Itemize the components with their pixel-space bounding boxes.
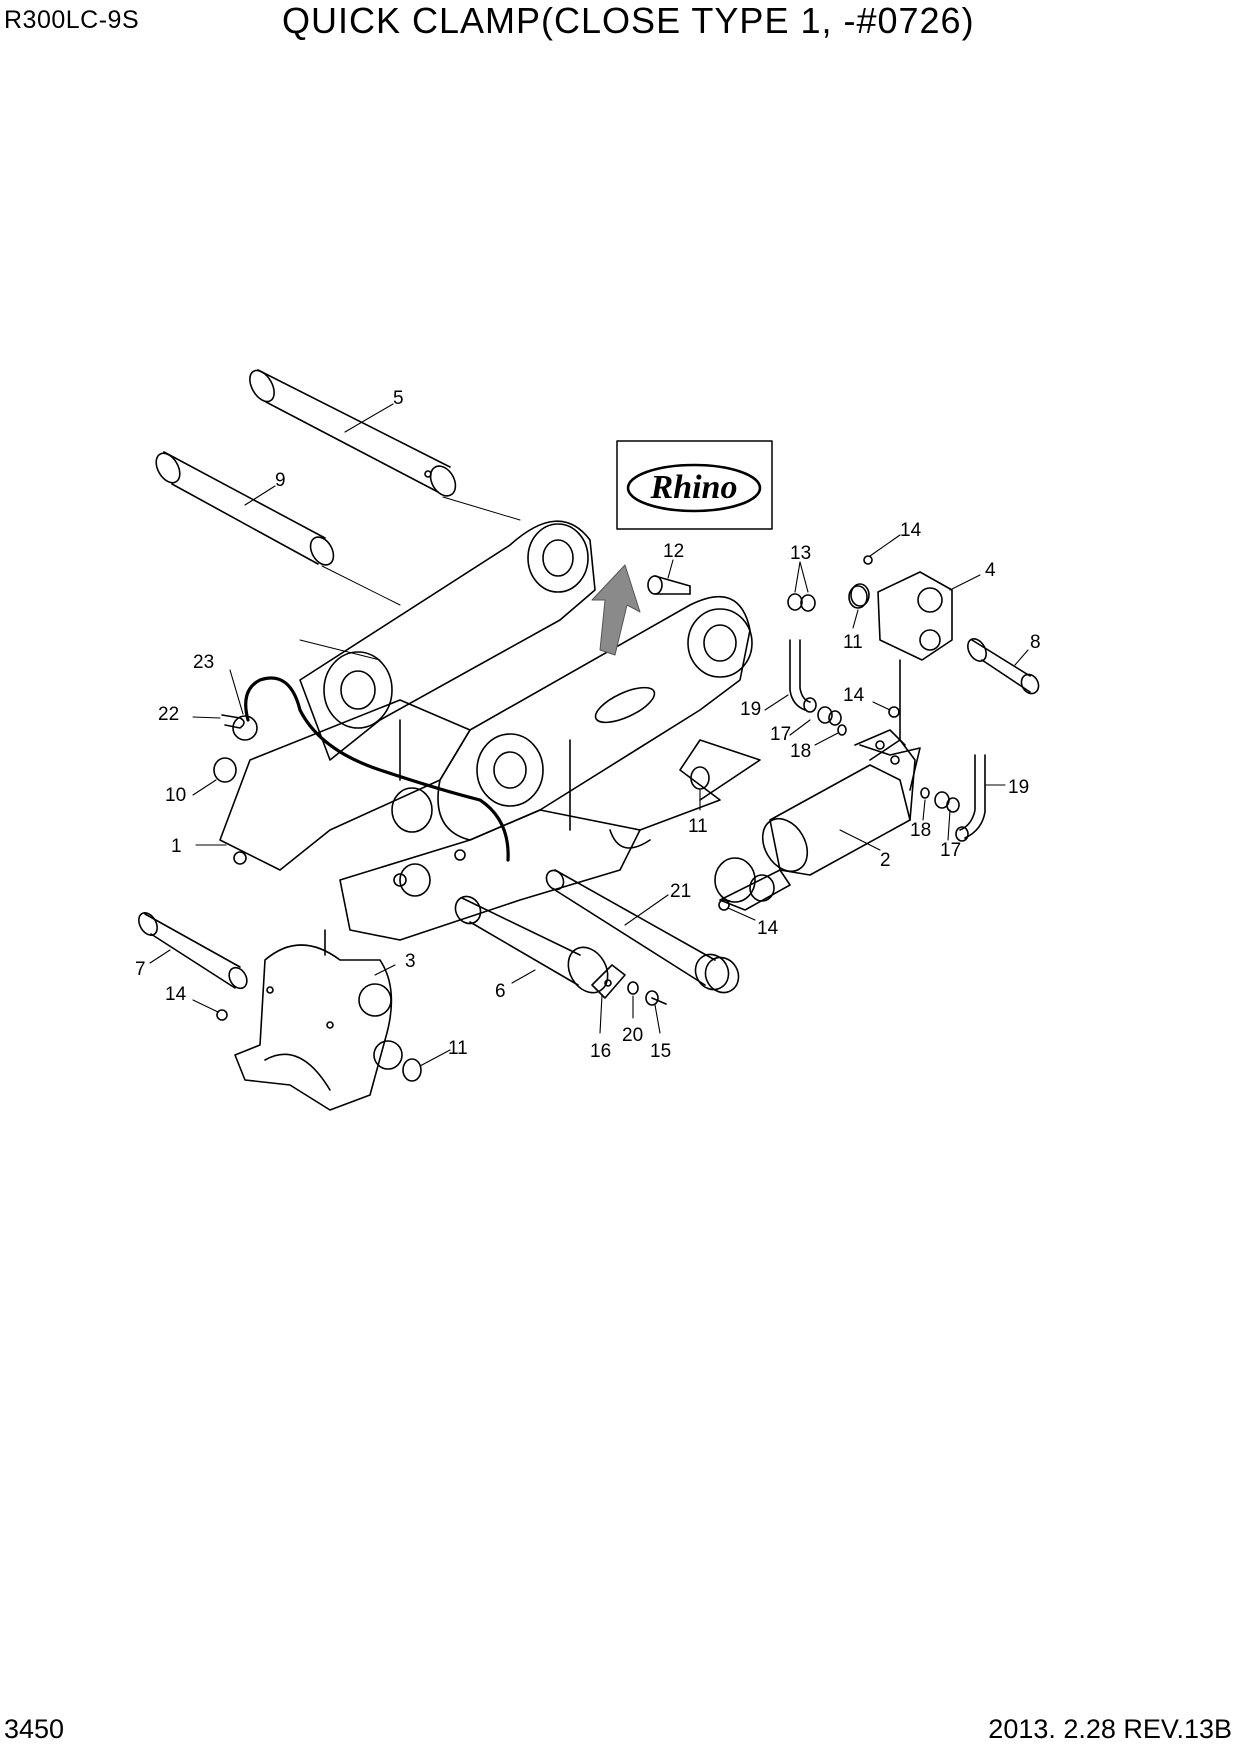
block-part-4: [850, 555, 953, 741]
washer-part-20: [627, 981, 639, 995]
fitting-part-17a: [817, 706, 842, 726]
callout-19-b: 19: [1008, 777, 1029, 798]
callout-14-c: 14: [757, 918, 779, 939]
clip-part-22: [221, 714, 245, 729]
leader-lines: [149, 403, 1029, 1067]
pin-part-8: [967, 638, 1040, 695]
pin-part-7: [138, 912, 248, 990]
callout-9: 9: [275, 470, 286, 491]
callout-1: 1: [171, 836, 182, 857]
callout-23: 23: [193, 652, 214, 673]
callout-16: 16: [590, 1041, 611, 1062]
callout-14-d: 14: [165, 984, 187, 1005]
pin-part-5: [249, 369, 457, 497]
callout-18: 18: [790, 741, 811, 762]
callout-18-b: 18: [910, 820, 931, 841]
callout-11: 11: [843, 632, 863, 653]
pin-part-9: [155, 451, 335, 566]
callout-21: 21: [670, 881, 691, 902]
callout-8: 8: [1030, 632, 1041, 653]
fitting-part-17b: [934, 791, 960, 813]
bolt-part-12: [647, 575, 691, 595]
callout-14: 14: [900, 520, 922, 541]
page-number: 3450: [4, 1714, 65, 1744]
callout-20: 20: [622, 1025, 643, 1046]
callout-15: 15: [650, 1041, 671, 1062]
frame-part-1: [219, 520, 761, 941]
page-title: QUICK CLAMP(CLOSE TYPE 1, -#0726): [282, 0, 975, 41]
callout-4: 4: [985, 560, 996, 581]
pin-part-21: [545, 869, 740, 994]
callout-labels: 5 9 12 13 14 4 11 8 23 22 10 1 19 17 18 …: [135, 388, 1041, 1062]
callout-5: 5: [393, 388, 404, 409]
bolt-part-15: [645, 990, 667, 1006]
callout-12: 12: [663, 541, 684, 562]
nuts-part-13: [787, 593, 816, 612]
callout-22: 22: [158, 704, 179, 725]
plate-part-16: [591, 964, 626, 999]
logo-oval: [626, 463, 762, 513]
oring-part-18b: [920, 787, 930, 799]
callout-11-c: 11: [448, 1038, 468, 1059]
cable-part-23: [232, 676, 510, 862]
callout-17: 17: [770, 724, 791, 745]
callout-3: 3: [405, 951, 416, 972]
callout-2: 2: [880, 850, 891, 871]
block-part-3: [234, 929, 403, 1111]
callout-17-b: 17: [940, 840, 961, 861]
hose-part-19b: [955, 754, 986, 842]
callout-6: 6: [495, 981, 506, 1002]
revision-date: 2013. 2.28 REV.13B: [988, 1714, 1232, 1744]
hose-part-19a: [789, 639, 817, 713]
pin-part-6: [454, 895, 609, 994]
cylinder-part-2: [714, 729, 921, 911]
callout-7: 7: [135, 959, 146, 980]
direction-arrow: [591, 564, 641, 656]
logo-text: Rhino: [650, 469, 738, 506]
snap-rings: [213, 585, 868, 1082]
callout-19: 19: [740, 699, 761, 720]
callout-10: 10: [165, 785, 186, 806]
guide-lines: [299, 496, 521, 661]
grease-nipples-part-14: [216, 706, 900, 1021]
model-code: R300LC-9S: [4, 6, 140, 34]
callout-11-b: 11: [688, 816, 708, 837]
callout-13: 13: [790, 543, 811, 564]
callout-14-b: 14: [843, 685, 865, 706]
oring-part-18a: [837, 724, 847, 736]
logo-frame: [616, 440, 773, 530]
